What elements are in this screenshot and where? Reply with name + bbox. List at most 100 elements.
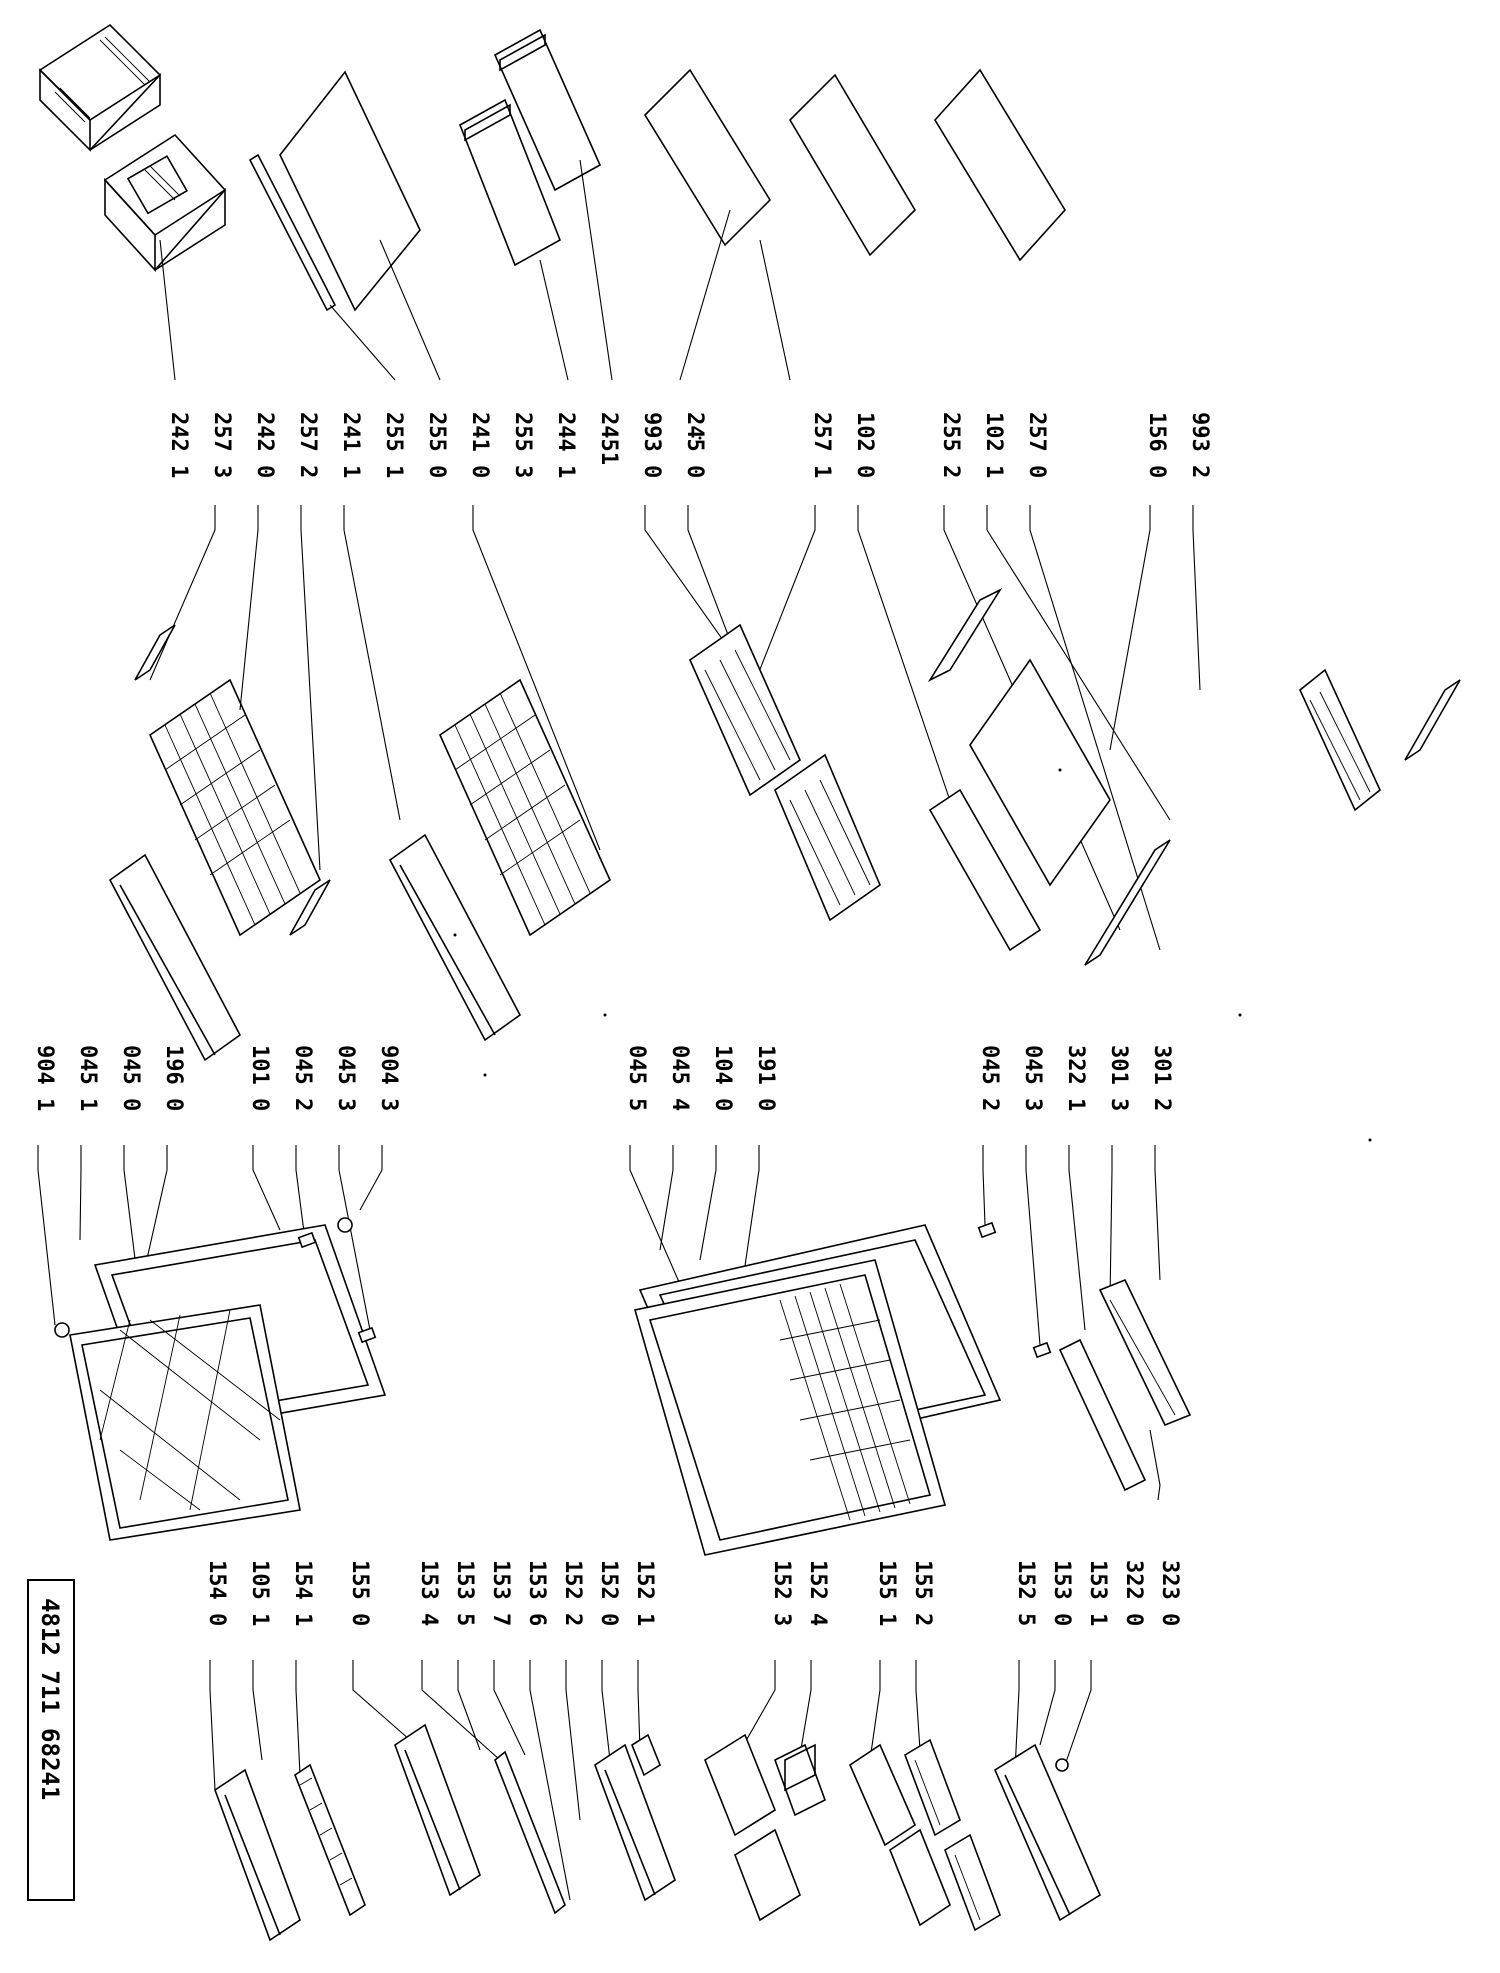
label-323-0: 323 0	[1157, 1560, 1182, 1626]
shelf-993	[934, 68, 1066, 262]
label-045-5: 045 5	[624, 1045, 649, 1111]
label-301-2: 301 2	[1149, 1045, 1174, 1111]
glass-shelf-strip-255-1	[248, 153, 337, 312]
label-993-0: 993 0	[639, 412, 664, 478]
label-255-2: 255 2	[938, 412, 963, 478]
drawer-front-241-1	[388, 833, 522, 1042]
label-102-1: 102 1	[981, 412, 1006, 478]
rail-153	[494, 1750, 566, 1915]
hinge-045-2-fridge	[977, 1221, 997, 1239]
bottle-rack-154-1	[294, 1763, 366, 1917]
strip-993-2	[1404, 679, 1461, 761]
door-accessories-group: 154 0 105 1 154 1 155 0 153 4 153 5 153 …	[204, 1560, 1182, 1942]
label-257-0: 257 0	[1024, 412, 1049, 478]
label-155-1: 155 1	[874, 1560, 899, 1626]
label-155-2: 155 2	[910, 1560, 935, 1626]
label-045-1: 045 1	[75, 1045, 100, 1111]
handle-301-2	[1098, 1278, 1192, 1427]
plug-904-3	[337, 1217, 353, 1233]
label-102-0: 102 0	[852, 412, 877, 478]
label-2451: 2451	[596, 412, 621, 465]
label-904-3: 904 3	[376, 1045, 401, 1111]
label-105-1: 105 1	[247, 1560, 272, 1626]
label-241-0: 241 0	[467, 412, 492, 478]
label-156-0: 156 0	[1144, 412, 1169, 478]
label-257-1: 257 1	[809, 412, 834, 478]
doc-number: 4812 711 68241	[36, 1598, 64, 1800]
shelf-244-1	[493, 28, 602, 192]
handle-257-2	[289, 879, 331, 936]
label-245-0: 245 0	[682, 412, 707, 478]
label-045-3: 045 3	[333, 1045, 358, 1111]
shelf-255-3	[458, 98, 562, 267]
cover-152-1	[631, 1733, 661, 1777]
label-045-2: 045 2	[290, 1045, 315, 1111]
glass-shelf-255-0	[279, 70, 421, 312]
label-993-2: 993 2	[1187, 412, 1212, 478]
freezer-door-liner	[69, 1304, 301, 1541]
label-255-3: 255 3	[510, 412, 535, 478]
label-255-0: 255 0	[424, 412, 449, 478]
egg-holder-152-4	[774, 1743, 826, 1817]
handle-257-3	[134, 624, 176, 681]
hinge-045-2	[297, 1231, 317, 1249]
label-152-1: 152 1	[632, 1560, 657, 1626]
door-shelf-152-5	[993, 1743, 1102, 1922]
fridge-door-group: 045 5 045 4 104 0 191 0 045 2 045 3 322 …	[624, 1045, 1192, 1556]
label-196-0: 196 0	[161, 1045, 186, 1111]
scan-specks	[453, 436, 1372, 1142]
label-152-3: 152 3	[769, 1560, 794, 1626]
butter-box-152-3	[704, 1733, 801, 1922]
label-153-6: 153 6	[524, 1560, 549, 1626]
label-153-1: 153 1	[1085, 1560, 1110, 1626]
label-322-1: 322 1	[1063, 1045, 1088, 1111]
label-242-0: 242 0	[252, 412, 277, 478]
shelf-245-1	[788, 73, 917, 257]
label-241-1: 241 1	[338, 412, 363, 478]
label-104-0: 104 0	[710, 1045, 735, 1111]
plug-904-1	[54, 1322, 70, 1338]
wire-basket-242-0	[148, 678, 322, 937]
freezer-door-group: 904 1 045 1 045 0 196 0 101 0 045 2 045 …	[32, 1045, 401, 1541]
drawer-front-242-1	[108, 853, 242, 1062]
label-191-0: 191 0	[753, 1045, 778, 1111]
egg-tray-156-0	[1299, 668, 1381, 812]
ice-tray-993-0	[689, 623, 801, 797]
label-045-3-fridge: 045 3	[1020, 1045, 1045, 1111]
wire-basket-241-0	[438, 678, 612, 937]
crisper-drawer-1	[38, 23, 162, 152]
fridge-door-inner	[633, 1259, 947, 1556]
label-101-0: 101 0	[247, 1045, 272, 1111]
label-255-1: 255 1	[381, 412, 406, 478]
label-045-0: 045 0	[118, 1045, 143, 1111]
label-152-0: 152 0	[596, 1560, 621, 1626]
doc-number-box: 4812 711 68241	[27, 1579, 75, 1901]
label-153-0: 153 0	[1049, 1560, 1074, 1626]
ice-tray-245	[774, 753, 881, 922]
label-152-4: 152 4	[805, 1560, 830, 1626]
label-152-2: 152 2	[560, 1560, 585, 1626]
label-904-1: 904 1	[32, 1045, 57, 1111]
label-257-2: 257 2	[295, 412, 320, 478]
label-301-3: 301 3	[1106, 1045, 1131, 1111]
label-153-7: 153 7	[488, 1560, 513, 1626]
shelves-drawers-group: 242 1 257 3 242 0 257 2 241 1 255 1 255 …	[38, 23, 1461, 1062]
egg-tray-155-2	[904, 1738, 1001, 1932]
label-045-4: 045 4	[667, 1045, 692, 1111]
hinge-045-3-fridge	[1032, 1341, 1052, 1359]
label-153-4: 153 4	[416, 1560, 441, 1626]
crisper-drawer-2	[103, 133, 227, 273]
label-045-2-fridge: 045 2	[977, 1045, 1002, 1111]
label-152-5: 152 5	[1013, 1560, 1038, 1626]
door-bin-155-0	[394, 1723, 481, 1897]
door-bin-154-0	[214, 1768, 301, 1942]
hinge-045-3	[357, 1326, 377, 1344]
label-322-0: 322 0	[1121, 1560, 1146, 1626]
gasket-strip-322	[1058, 1338, 1147, 1492]
label-154-0: 154 0	[204, 1560, 229, 1626]
label-154-1: 154 1	[290, 1560, 315, 1626]
strip-255-2	[1084, 839, 1171, 966]
clip-153-1	[1055, 1758, 1069, 1772]
